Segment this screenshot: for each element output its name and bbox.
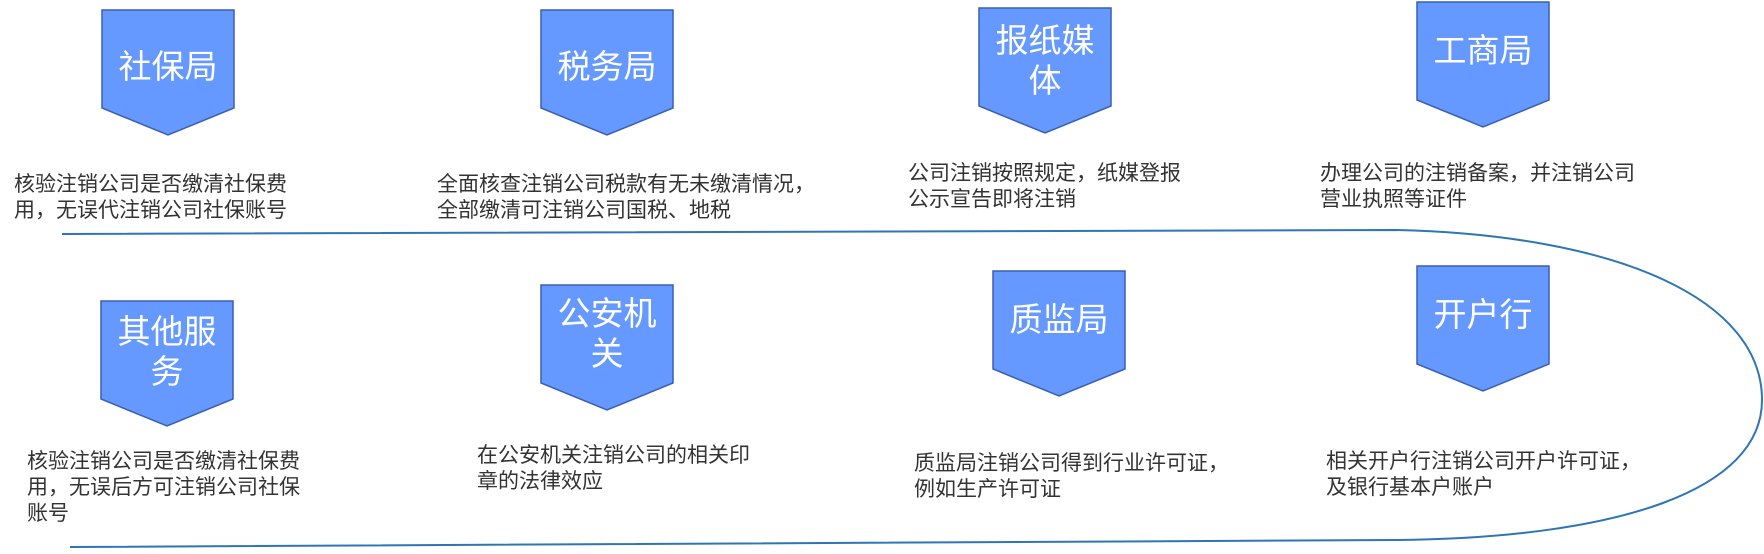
step-badge-opening-bank: 开户行	[1416, 265, 1550, 392]
step-description: 核验注销公司是否缴清社保费 用，无误代注销公司社保账号	[14, 172, 287, 222]
step-description: 相关开户行注销公司开户许可证， 及银行基本户账户	[1326, 449, 1641, 499]
step-description: 核验注销公司是否缴清社保费 用，无误后方可注销公司社保 账号	[27, 449, 300, 525]
badge-label: 公安机 关	[557, 294, 657, 373]
step-badge-commerce-bureau: 工商局	[1416, 1, 1550, 128]
badge-label: 工商局	[1433, 31, 1533, 70]
badge-label: 社保局	[118, 47, 218, 86]
step-description: 公司注销按照规定，纸媒登报 公示宣告即将注销	[908, 161, 1181, 211]
badge-label: 质监局	[1009, 300, 1109, 339]
step-badge-other-services: 其他服 务	[100, 300, 234, 427]
step-description: 全面核查注销公司税款有无未缴清情况， 全部缴清可注销公司国税、地税	[437, 172, 815, 222]
badge-label: 报纸媒 体	[995, 21, 1095, 100]
badge-label: 开户行	[1433, 295, 1533, 334]
step-badge-social-security: 社保局	[101, 9, 235, 136]
step-description: 在公安机关注销公司的相关印 章的法律效应	[477, 443, 750, 493]
step-badge-tax-bureau: 税务局	[540, 9, 674, 136]
step-badge-quality-supervision: 质监局	[992, 270, 1126, 397]
step-badge-public-security: 公安机 关	[540, 284, 674, 411]
step-description: 质监局注销公司得到行业许可证， 例如生产许可证	[914, 451, 1229, 501]
step-description: 办理公司的注销备案，并注销公司 营业执照等证件	[1320, 161, 1635, 211]
badge-label: 税务局	[557, 47, 657, 86]
step-badge-newspaper-media: 报纸媒 体	[978, 7, 1112, 134]
badge-label: 其他服 务	[117, 312, 217, 391]
